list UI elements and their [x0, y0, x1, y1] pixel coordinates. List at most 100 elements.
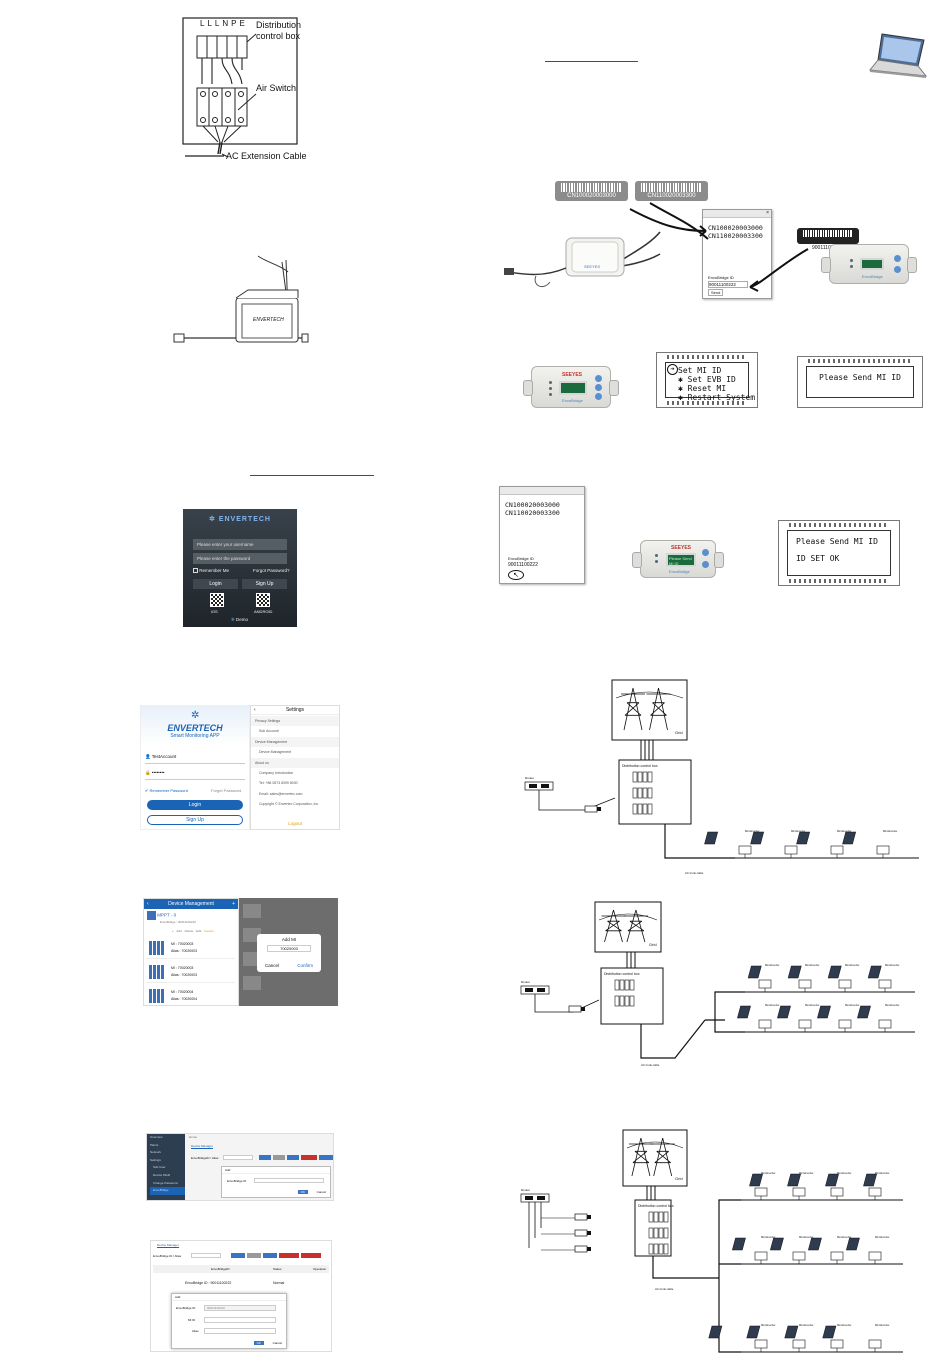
status-led — [549, 381, 552, 384]
app-header-bg — [141, 706, 249, 746]
device-row[interactable]: MI : 70020004 Alias : 70020004 — [147, 987, 235, 1005]
ok-button[interactable]: OK — [297, 1190, 308, 1194]
bridge-button[interactable] — [595, 384, 602, 391]
menu-item-set-mi-id[interactable]: ➔ Set MI ID — [667, 364, 748, 375]
status-led — [549, 387, 552, 390]
settings-item[interactable]: Device Management — [259, 750, 292, 755]
bridge-button[interactable] — [702, 549, 709, 556]
forgot-password-link[interactable]: Forgot Password? — [253, 568, 290, 573]
cancel-button[interactable]: Cancel — [316, 1190, 326, 1194]
menu-item[interactable]: Plants — [150, 1142, 159, 1147]
cancel-button[interactable]: Cancel — [272, 1341, 282, 1345]
add-button[interactable] — [263, 1253, 277, 1258]
back-chevron-icon[interactable]: ‹ — [254, 707, 256, 713]
mi-id-input[interactable] — [204, 1317, 276, 1323]
settings-item[interactable]: Device Management — [251, 736, 339, 748]
solar-panel-icon — [149, 965, 165, 979]
filter-input[interactable] — [191, 1253, 221, 1258]
bridge-button[interactable] — [894, 255, 901, 262]
branch-splitter — [705, 991, 745, 1033]
bridge-id-input[interactable]: 90011100222 — [708, 281, 748, 288]
back-icon[interactable]: ‹ — [147, 901, 149, 907]
delete-action[interactable]: Delete — [184, 929, 194, 933]
window-titlebar — [500, 487, 584, 495]
app-login-button[interactable]: Login — [147, 800, 243, 810]
export-button[interactable] — [301, 1253, 321, 1258]
settings-item[interactable]: Company Introduction — [259, 771, 294, 776]
forget-password-link[interactable]: Forget Password — [211, 788, 242, 793]
device-row[interactable]: MI : 70020003 Alias : 70020003 — [147, 963, 235, 983]
bridge-button[interactable] — [595, 393, 602, 400]
menu-item[interactable]: Sub User — [153, 1165, 166, 1170]
bridge-button[interactable] — [894, 266, 901, 273]
add-icon[interactable]: + — [232, 901, 235, 907]
filter-input[interactable] — [223, 1155, 253, 1160]
bridge-model: EnvoBridge — [669, 569, 690, 574]
breaker — [663, 1243, 669, 1255]
menu-item[interactable]: EnvoBridge — [150, 1187, 185, 1195]
breaker — [637, 771, 643, 783]
menu-item[interactable]: Overview — [150, 1135, 163, 1139]
window-close-icon[interactable]: × — [766, 210, 769, 216]
bridge-id-input[interactable]: 90011100222 — [508, 562, 538, 568]
bridge-button[interactable] — [702, 561, 709, 568]
tab-device-manager[interactable]: Device Manager — [191, 1144, 213, 1149]
export-button[interactable] — [319, 1155, 333, 1160]
logout-button[interactable]: Logout — [288, 821, 302, 826]
ios-qr-icon — [210, 593, 224, 607]
ok-button[interactable]: OK — [253, 1341, 264, 1345]
account-field[interactable]: 👤 TestAccount — [145, 754, 245, 764]
solar-panel-icon — [769, 1237, 784, 1251]
send-button[interactable]: Send — [708, 289, 724, 296]
microinverter-icon — [868, 1251, 882, 1261]
settings-item[interactable]: Sub Account — [259, 729, 279, 734]
edit-action[interactable]: Edit — [196, 929, 202, 933]
remember-me-checkbox[interactable]: Remember Me — [193, 568, 229, 574]
cancel-action[interactable]: Cancel — [204, 929, 214, 933]
menu-item-reset-mi[interactable]: ✱ Reset MI — [678, 384, 727, 393]
send-button[interactable]: ↖ — [508, 570, 524, 580]
menu-item[interactable]: Network — [150, 1150, 162, 1155]
bridge-id-input[interactable]: 90011100222 — [204, 1305, 276, 1311]
delete-button[interactable] — [301, 1155, 317, 1160]
delete-button[interactable] — [279, 1253, 299, 1258]
username-input[interactable]: Please enter your username — [193, 539, 287, 550]
mi-label: Microinverter — [883, 830, 898, 833]
menu-item[interactable]: Change Password — [153, 1180, 178, 1185]
menu-item-set-evb-id[interactable]: ✱ Set EVB ID — [678, 375, 736, 384]
search-button[interactable] — [231, 1253, 245, 1258]
table-row[interactable]: EnvoBridge ID : 90011100222 Normal — [153, 1277, 329, 1289]
cancel-button[interactable]: Cancel — [265, 963, 280, 968]
remember-password[interactable]: ✔ Remember Password — [145, 788, 188, 793]
mount-ear — [907, 257, 917, 273]
menu-item[interactable]: Settings — [150, 1157, 161, 1162]
device-row[interactable]: MI : 70020003 Alias : 70020003 — [147, 939, 235, 959]
reset-button[interactable] — [273, 1155, 285, 1160]
signup-button[interactable]: Sign Up — [242, 579, 287, 589]
add-action[interactable]: + Add — [172, 929, 182, 933]
row-bridge-id: EnvoBridge ID : 90011100222 — [185, 1281, 232, 1285]
settings-item[interactable]: Privacy Settings — [251, 716, 339, 727]
bridge-id-input[interactable] — [254, 1178, 324, 1183]
password-field[interactable]: 🔒 •••••••• — [145, 770, 245, 780]
password-input[interactable]: Please enter the password — [193, 553, 287, 564]
menu-item-restart[interactable]: ✱ Restart System — [678, 393, 756, 402]
reset-button[interactable] — [247, 1253, 261, 1258]
mi-input[interactable]: 70020003 — [267, 945, 311, 952]
add-button[interactable] — [287, 1155, 299, 1160]
demo-link[interactable]: ✲ Demo — [231, 617, 249, 622]
settings-item[interactable]: About us — [251, 757, 339, 769]
confirm-button[interactable]: Confirm — [297, 963, 313, 968]
tab-device-manager[interactable]: Device Manager — [157, 1243, 179, 1248]
breaker — [648, 1211, 654, 1223]
login-button[interactable]: Login — [193, 579, 238, 589]
menu-item[interactable]: Device MGR — [153, 1172, 171, 1177]
search-button[interactable] — [259, 1155, 271, 1160]
bridge-button[interactable] — [595, 375, 602, 382]
terminal-labels: LLLNPE — [200, 19, 248, 28]
app-signup-button[interactable]: Sign Up — [147, 815, 243, 825]
status-led — [655, 554, 658, 557]
lcd-pins — [789, 523, 889, 527]
app-settings-screenshot: ‹ Settings Privacy Settings Sub Account … — [250, 705, 340, 830]
alias-input[interactable] — [204, 1328, 276, 1334]
